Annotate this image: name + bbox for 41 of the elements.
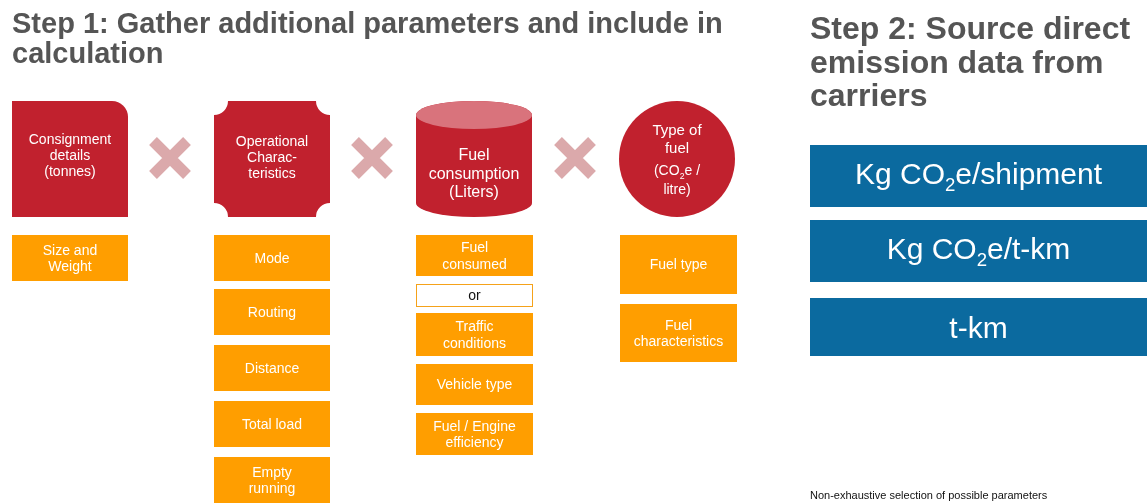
parameter-box (214, 289, 330, 335)
node-text: Fuel / Engine efficiency (432, 417, 517, 451)
node-text: Fuel consumed (441, 239, 508, 272)
section-heading: Step 1: Gather additional parameters and include in calculation (12, 8, 724, 69)
node-text: Type of fuel (651, 121, 703, 156)
parameter-box (214, 235, 330, 281)
footnote: Non-exhaustive selection of possible parameters (810, 489, 1049, 503)
section-heading: Step 2: Source direct emission data from carriers (810, 12, 1132, 113)
node-text: Traffic conditions (441, 318, 507, 351)
node-text: Vehicle type (436, 376, 513, 393)
parameter-box (416, 313, 533, 356)
connector-box (416, 284, 533, 307)
node-text: Size and Weight (41, 241, 99, 275)
parameter-box (214, 345, 330, 391)
parameter-box (214, 401, 330, 447)
node-text: Kg CO$_{2}$e/shipment (854, 156, 1103, 196)
parameter-box (12, 235, 128, 281)
category-box (12, 101, 128, 217)
node-text: Distance (244, 359, 300, 377)
parameter-box (214, 457, 330, 503)
node-text: Empty running (247, 463, 297, 497)
node-text: Total load (242, 415, 302, 433)
parameter-box (620, 304, 737, 362)
metric-bar (810, 220, 1147, 282)
parameter-box (416, 413, 533, 455)
node-text: Fuel type (649, 256, 708, 273)
node-text: Consignment details (tonnes) (27, 131, 113, 180)
parameter-box (620, 235, 737, 294)
parameter-box (416, 364, 533, 405)
metric-bar (810, 298, 1147, 356)
parameter-box (416, 235, 533, 276)
node-text: Fuel consumption (Liters) (427, 146, 521, 202)
node-text: (CO$_{2}$e / litre) (652, 161, 702, 197)
node-text: t-km (949, 310, 1008, 344)
node-text: Kg CO$_{2}$e/t-km (886, 231, 1071, 271)
node-text: Fuel characteristics (633, 316, 724, 350)
node-text: Mode (254, 249, 290, 267)
metric-bar (810, 145, 1147, 207)
node-text: Operational Charac- teristics (234, 133, 310, 182)
node-text: Routing (247, 303, 297, 321)
node-text: or (468, 287, 481, 304)
